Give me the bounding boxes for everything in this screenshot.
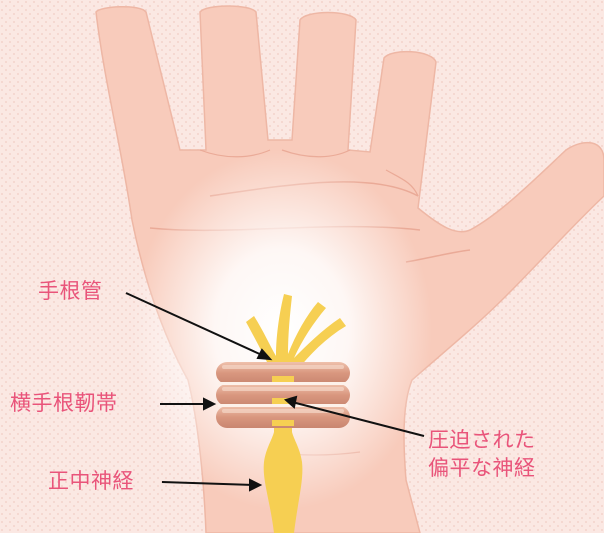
label-carpal-tunnel: 手根管 bbox=[38, 281, 103, 302]
label-median-nerve: 正中神経 bbox=[48, 471, 134, 492]
label-transverse-carpal-ligament: 横手根靭帯 bbox=[10, 393, 118, 414]
label-compressed-nerve-line2: 偏平な神経 bbox=[428, 454, 536, 482]
transverse-carpal-ligament-bands bbox=[216, 362, 350, 428]
label-compressed-nerve: 圧迫された 偏平な神経 bbox=[428, 426, 536, 482]
label-compressed-nerve-line1: 圧迫された bbox=[428, 426, 536, 454]
